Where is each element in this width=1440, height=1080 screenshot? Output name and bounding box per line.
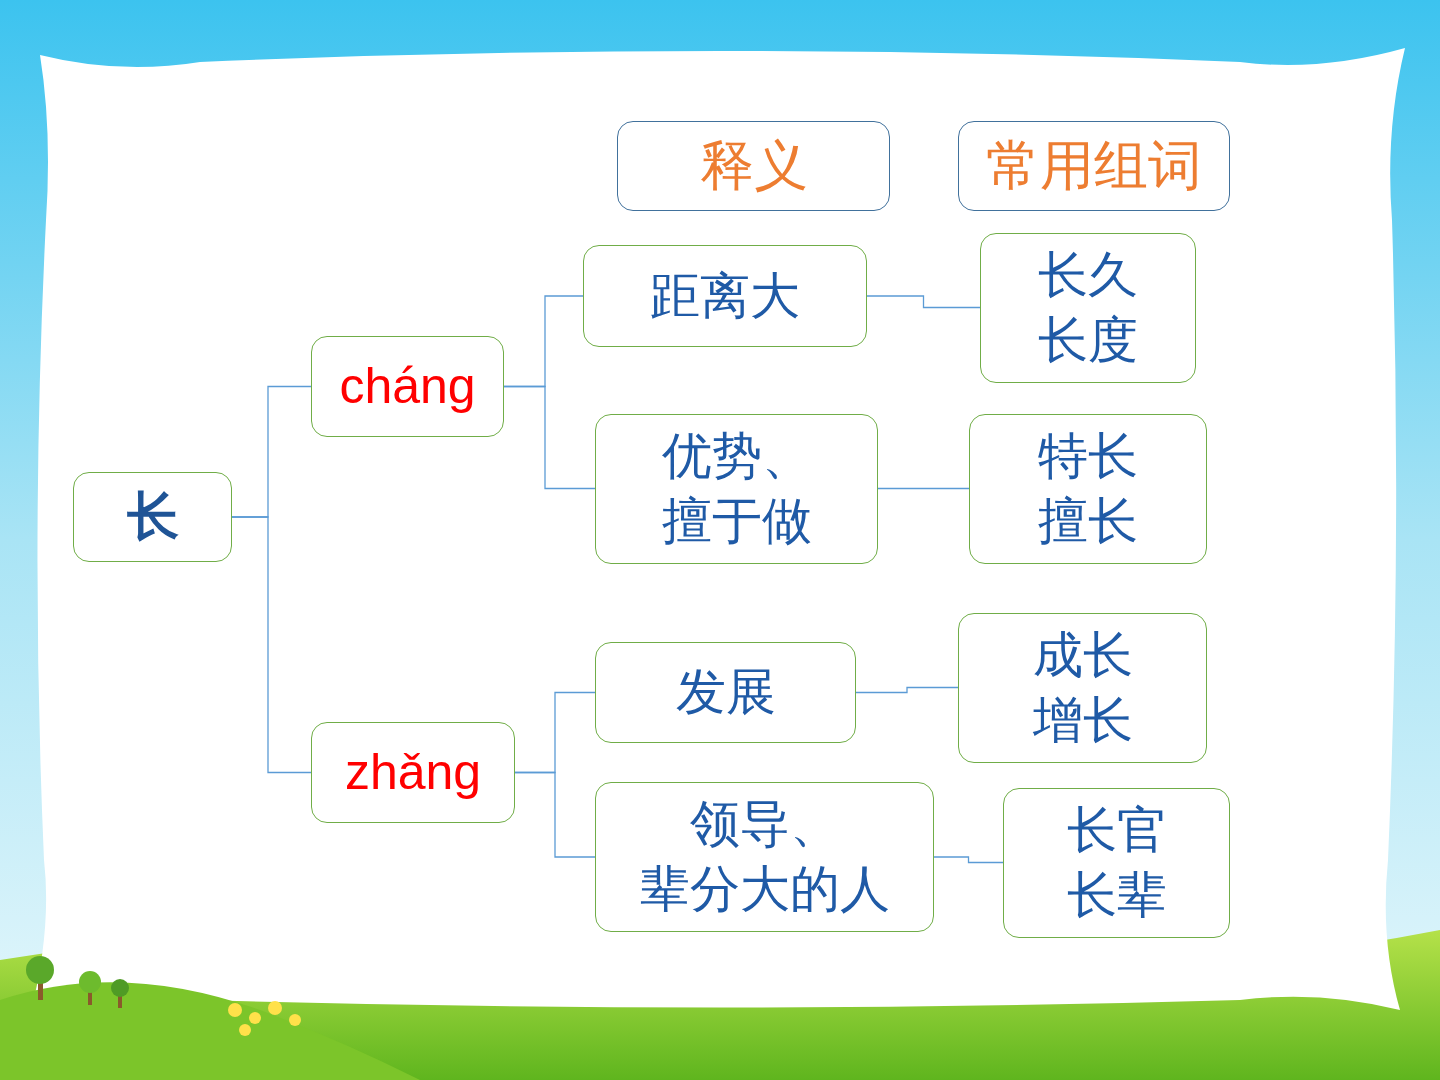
connector-line: [878, 488, 969, 489]
node-label: 特长 擅长: [1011, 424, 1166, 554]
word-box: 长久 长度: [980, 233, 1196, 383]
trees: [26, 956, 301, 1036]
connector-line: [504, 387, 595, 489]
pinyin-box: cháng: [311, 336, 504, 437]
node-label: zhǎng: [345, 740, 481, 805]
connector-line: [504, 296, 583, 387]
pillow-panel: [30, 48, 1405, 1015]
connector-line: [515, 773, 595, 858]
word-box: 长官 长辈: [1003, 788, 1230, 938]
node-label: 领导、 辈分大的人: [625, 792, 905, 922]
node-label: 发展: [676, 660, 776, 725]
meaning-box: 优势、 擅于做: [595, 414, 878, 564]
node-label: 长官 长辈: [1039, 798, 1194, 928]
node-label: cháng: [339, 354, 475, 419]
meaning-box: 发展: [595, 642, 856, 743]
meaning-box: 领导、 辈分大的人: [595, 782, 934, 932]
word-box: 特长 擅长: [969, 414, 1207, 564]
node-label: 常用组词: [986, 131, 1202, 201]
column-header: 常用组词: [958, 121, 1230, 211]
connector-line: [867, 296, 980, 308]
node-label: 释义: [700, 131, 808, 201]
word-box: 成长 增长: [958, 613, 1207, 763]
node-label: 成长 增长: [1005, 623, 1160, 753]
node-label: 优势、 擅于做: [647, 424, 827, 554]
connector-line: [515, 693, 595, 773]
root-character: 长: [73, 472, 232, 562]
connector-line: [934, 857, 1003, 863]
connector-line: [232, 517, 311, 773]
connector-line: [856, 688, 958, 693]
hill: [0, 982, 420, 1080]
node-label: 距离大: [650, 264, 800, 329]
meaning-box: 距离大: [583, 245, 867, 347]
node-label: 长: [127, 483, 179, 551]
column-header: 释义: [617, 121, 890, 211]
connector-line: [232, 387, 311, 518]
node-label: 长久 长度: [1011, 243, 1166, 373]
pinyin-box: zhǎng: [311, 722, 515, 823]
